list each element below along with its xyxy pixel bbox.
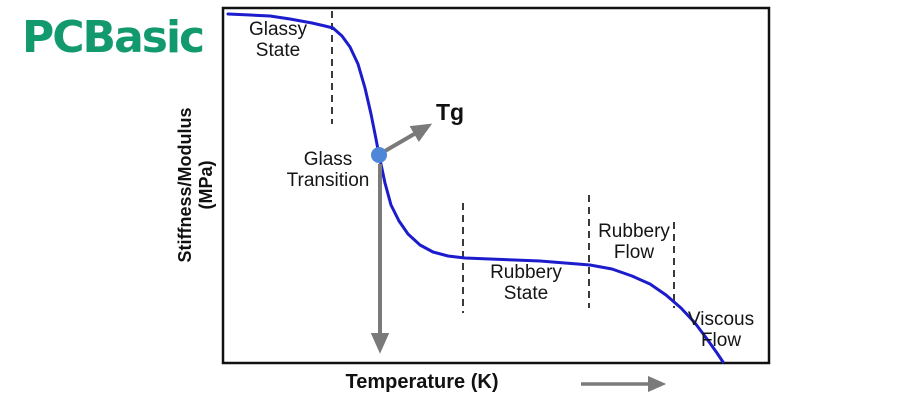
rubbery-flow-label: Rubbery Flow xyxy=(598,221,670,263)
rubbery-flow-label-line1: Rubbery xyxy=(598,221,670,242)
plot-frame xyxy=(221,6,771,365)
stiffness-vs-temperature-curve xyxy=(226,12,725,364)
tg-arrow xyxy=(383,123,433,153)
rubbery-flow-label-line2: Flow xyxy=(613,242,655,263)
glass-transition-label-line1: Glass xyxy=(303,149,353,170)
glass-transition-label-line2: Transition xyxy=(286,170,370,191)
viscous-flow-label-line2: Flow xyxy=(700,330,742,351)
viscous-flow-label: Viscous Flow xyxy=(688,309,754,351)
glass-transition-label: Glass Transition xyxy=(287,149,370,191)
glassy-state-label: Glassy State xyxy=(249,19,307,61)
y-axis-label-line1: Stiffness/Modulus xyxy=(175,107,195,263)
rubbery-state-label-line2: State xyxy=(503,283,549,304)
x-axis-label: Temperature (K) xyxy=(345,371,499,393)
tg-point-marker xyxy=(371,147,387,163)
rubbery-state-label: Rubbery State xyxy=(490,262,562,304)
y-axis-label-line2: (MPa) xyxy=(196,160,216,210)
viscous-flow-label-line1: Viscous xyxy=(687,309,755,330)
pcbasic-logo: PCBasic xyxy=(22,12,205,63)
rubbery-state-label-line1: Rubbery xyxy=(490,262,562,283)
glassy-state-label-line1: Glassy xyxy=(248,19,308,40)
glassy-state-label-line2: State xyxy=(255,40,301,61)
y-axis-label: Stiffness/Modulus (MPa) xyxy=(175,107,217,262)
tg-label: Tg xyxy=(436,99,465,125)
